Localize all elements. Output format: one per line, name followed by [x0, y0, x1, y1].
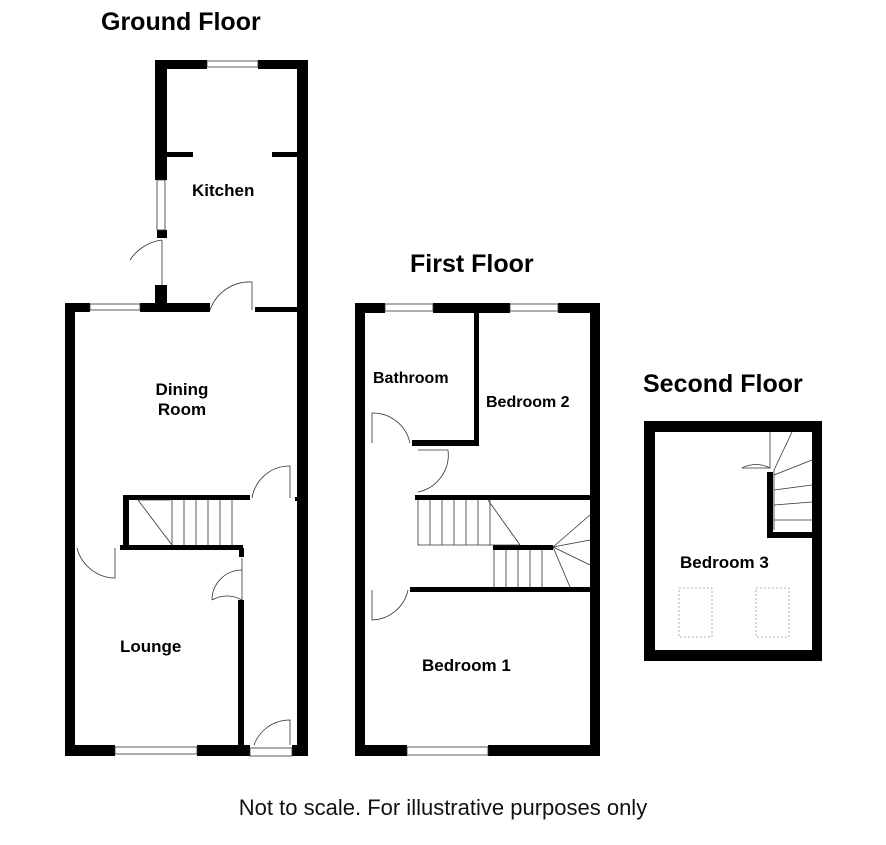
room-label-dining-line1: Dining: [155, 380, 209, 399]
first-floor-walls: [355, 303, 600, 756]
ground-floor-walls: [65, 60, 308, 756]
ground-floor-fixtures: [76, 60, 293, 757]
room-label-dining-room: Dining Room: [150, 380, 214, 420]
first-floor-fixtures: [371, 303, 591, 756]
room-label-bedroom-2: Bedroom 2: [486, 394, 570, 411]
disclaimer-footer: Not to scale. For illustrative purposes …: [238, 795, 648, 820]
room-label-bedroom-3: Bedroom 3: [680, 553, 769, 572]
room-label-lounge: Lounge: [120, 637, 182, 656]
ground-floor-title: Ground Floor: [101, 8, 261, 36]
room-label-kitchen: Kitchen: [192, 181, 255, 200]
second-floor-title: Second Floor: [643, 370, 803, 398]
room-label-bedroom-1: Bedroom 1: [422, 656, 511, 675]
room-label-bathroom: Bathroom: [373, 370, 449, 387]
second-floor-fixtures: [678, 431, 813, 638]
room-label-dining-line2: Room: [157, 400, 207, 419]
second-floor-walls: [644, 421, 822, 661]
first-floor-title: First Floor: [410, 250, 534, 278]
